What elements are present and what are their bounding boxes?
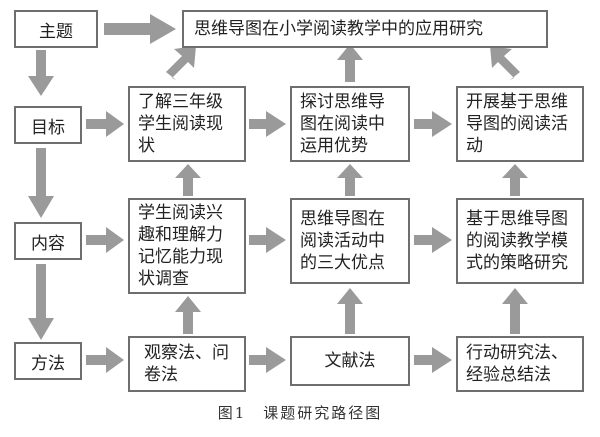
arrow-theme-to-title [104, 14, 176, 44]
arrow-content1-to-content2 [249, 227, 286, 253]
arrow-method2-to-method3 [414, 347, 452, 373]
arrow-content2-to-content3 [414, 227, 452, 253]
arrow-method-label-to-method1 [86, 347, 124, 373]
arrow-goal2-to-title [337, 44, 363, 82]
row-label-goal: 目标 [14, 106, 82, 144]
row-label-method-text: 方法 [31, 353, 65, 374]
row-label-content-text: 内容 [31, 233, 65, 254]
method-box-1-text: 观察法、问卷法 [144, 342, 229, 385]
row-label-goal-text: 目标 [31, 117, 65, 138]
arrow-goal1-to-goal2 [249, 111, 286, 137]
goal-box-1-text: 了解三年级学生阅读现状 [138, 91, 223, 157]
arrow-goal1-to-title [166, 46, 196, 80]
row-label-method: 方法 [14, 342, 82, 380]
arrow-goal-to-content [28, 148, 54, 218]
row-label-content: 内容 [14, 222, 82, 260]
arrow-goal3-to-title [490, 46, 520, 80]
arrow-content1-to-goal1 [175, 164, 201, 196]
arrow-method2-to-content2 [337, 288, 363, 334]
content-box-1: 学生阅读兴趣和理解力记忆能力现状调查 [128, 198, 246, 294]
arrow-content-label-to-content1 [86, 227, 124, 253]
content-box-2: 思维导图在阅读活动中的三大优点 [290, 198, 410, 284]
row-label-theme: 主题 [14, 10, 98, 48]
goal-box-2-text: 探讨思维导图在阅读中运用优势 [300, 91, 385, 157]
content-box-3-text: 基于思维导图的阅读教学模式的策略研究 [466, 208, 568, 274]
content-box-1-text: 学生阅读兴趣和理解力记忆能力现状调查 [138, 202, 223, 290]
arrow-method3-to-content3 [502, 288, 528, 334]
content-box-3: 基于思维导图的阅读教学模式的策略研究 [456, 198, 584, 284]
arrow-method1-to-method2 [249, 347, 286, 373]
arrow-goal-label-to-goal1 [86, 111, 124, 137]
method-box-2-text: 文献法 [324, 350, 376, 371]
goal-box-2: 探讨思维导图在阅读中运用优势 [290, 86, 410, 162]
method-box-3-text: 行动研究法、经验总结法 [466, 342, 568, 385]
goal-box-1: 了解三年级学生阅读现状 [128, 86, 246, 162]
title-box-text: 思维导图在小学阅读教学中的应用研究 [194, 18, 483, 39]
arrow-content-to-method [28, 264, 54, 340]
method-box-3: 行动研究法、经验总结法 [456, 336, 584, 392]
title-box: 思维导图在小学阅读教学中的应用研究 [182, 10, 548, 48]
figure-caption: 图1 课题研究路径图 [217, 404, 383, 422]
arrow-content3-to-goal3 [502, 164, 528, 196]
method-box-1: 观察法、问卷法 [128, 336, 246, 392]
method-box-2: 文献法 [290, 336, 410, 386]
arrow-method1-to-content1 [175, 296, 201, 334]
goal-box-3-text: 开展基于思维导图的阅读活动 [466, 91, 568, 157]
content-box-2-text: 思维导图在阅读活动中的三大优点 [300, 208, 385, 274]
arrow-content2-to-goal2 [337, 164, 363, 196]
arrow-theme-to-goal [28, 50, 54, 96]
arrow-goal2-to-goal3 [414, 111, 452, 137]
goal-box-3: 开展基于思维导图的阅读活动 [456, 86, 584, 162]
row-label-theme-text: 主题 [39, 21, 73, 42]
